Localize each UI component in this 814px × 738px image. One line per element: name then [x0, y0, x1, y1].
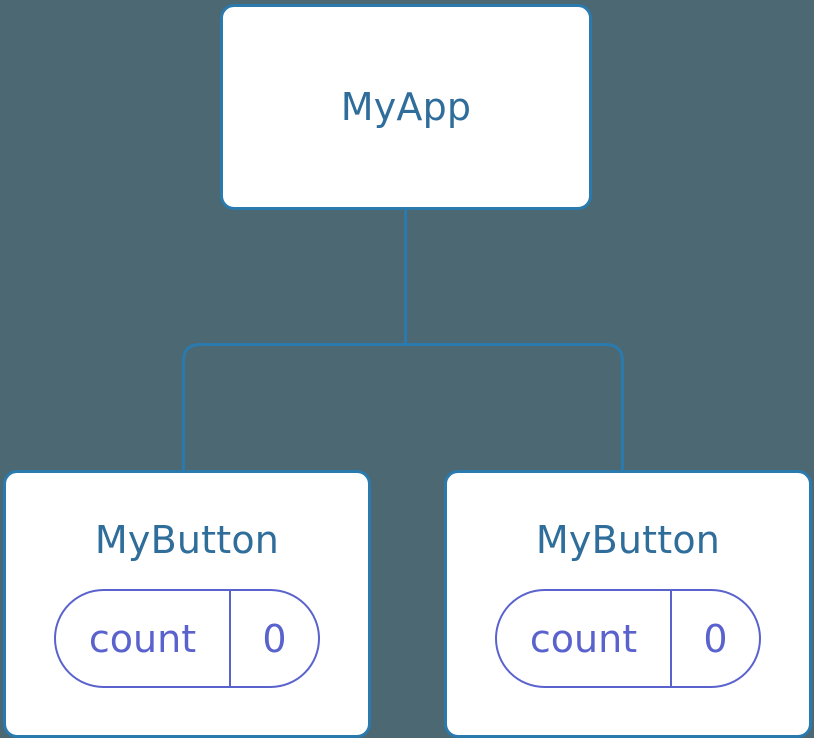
node-title: MyButton [535, 518, 721, 562]
tree-node-myapp[interactable]: MyApp [220, 4, 592, 210]
connector-branch-left [182, 343, 406, 470]
tree-node-mybutton-1[interactable]: MyButton count 0 [444, 470, 812, 738]
connector-branch-right [405, 343, 624, 470]
node-title: MyApp [340, 85, 472, 129]
tree-node-mybutton-0[interactable]: MyButton count 0 [3, 470, 371, 738]
state-key: count [497, 591, 672, 686]
node-title: MyButton [94, 518, 280, 562]
state-key: count [56, 591, 231, 686]
state-value: 0 [703, 616, 728, 661]
state-value: 0 [262, 616, 287, 661]
state-pill[interactable]: count 0 [495, 589, 761, 688]
state-pill[interactable]: count 0 [54, 589, 320, 688]
